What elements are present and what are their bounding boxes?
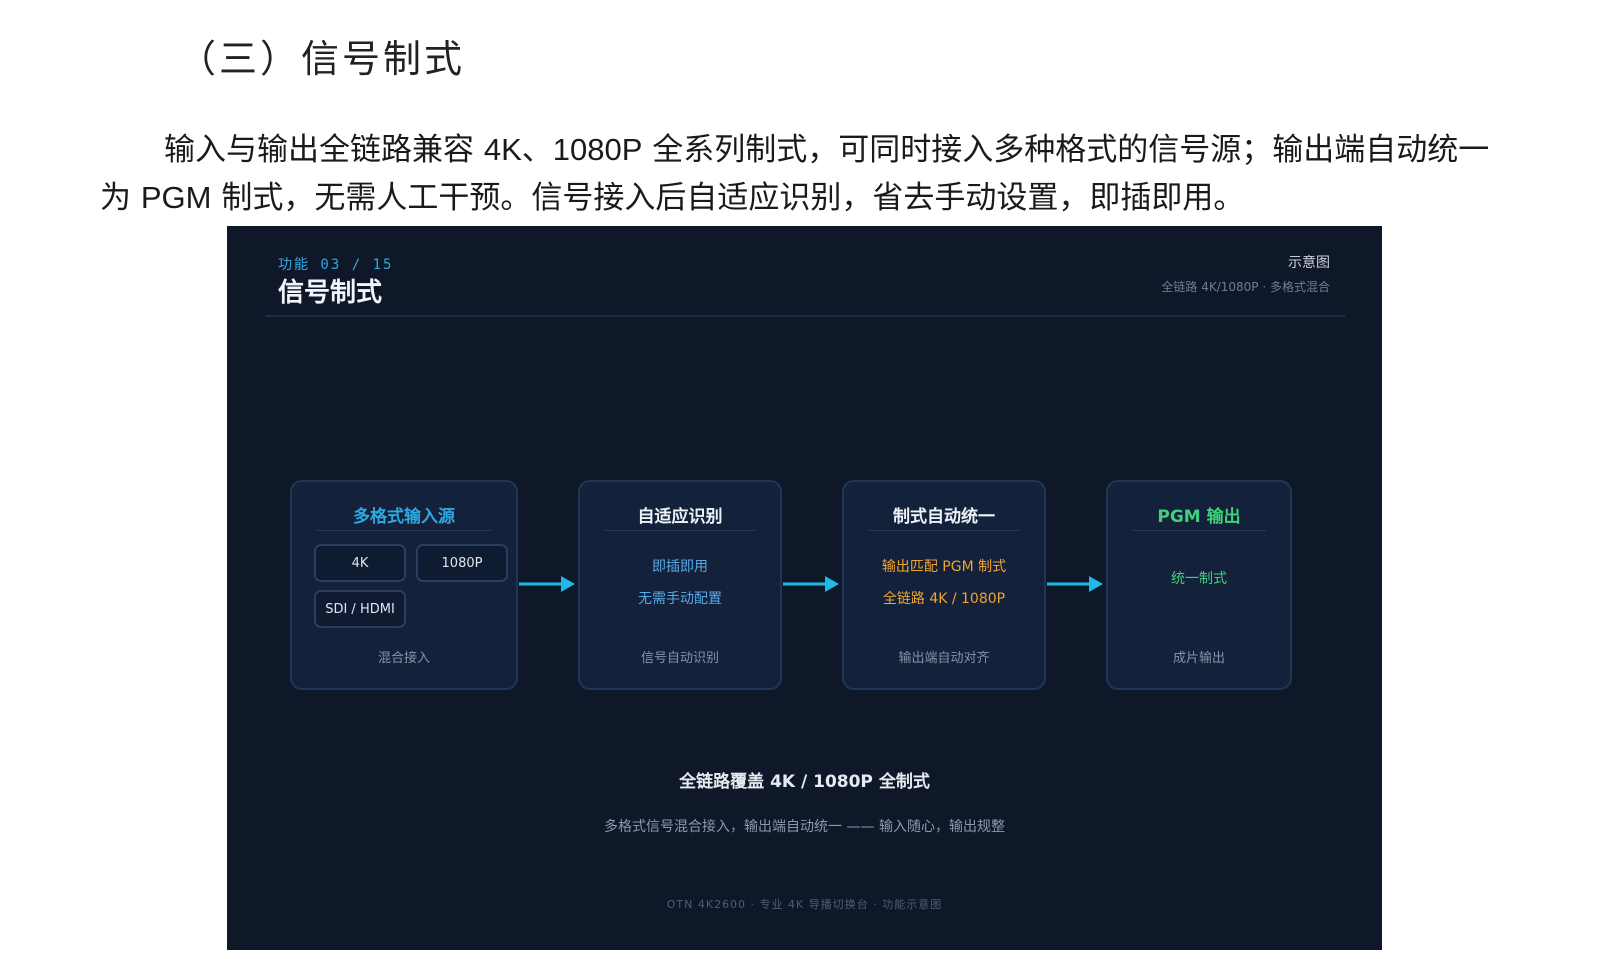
card-divider [316,530,492,531]
card-title: 多格式输入源 [353,507,455,527]
para-text: 制式，无需人工干预。信号接入后自适应识别，省去手动设置，即插即用。 [211,180,1245,216]
card-title: PGM 输出 [1157,507,1241,527]
card-footer: 成片输出 [1172,651,1225,666]
card-pgm-output: PGM 输出 统一制式 成片输出 [1106,480,1292,690]
card-footer: 信号自动识别 [640,651,719,666]
figure-kicker: 功能 03 / 15 [278,257,394,273]
para-text: 全系列制式，可同时接入多种格式的信号源；输出端自动统一为 [100,132,1490,216]
card-footer: 混合接入 [377,651,430,666]
card-input-sources: 多格式输入源 4K 1080P SDI / HDMI 混合接入 [290,480,518,690]
card-line: 输出匹配 PGM 制式 [881,559,1007,575]
para-term-pgm: PGM [140,180,212,215]
card-line: 全链路 4K / 1080P [882,591,1006,607]
card-line: 统一制式 [1171,571,1227,587]
card-line: 无需手动配置 [638,591,722,607]
card-footer: 输出端自动对齐 [898,651,990,666]
card-format-unify: 制式自动统一 输出匹配 PGM 制式 全链路 4K / 1080P 输出端自动对… [842,480,1046,690]
arrow-right-icon [1047,576,1103,592]
figure-divider [265,315,1345,317]
chip-1080p: 1080P [416,544,508,582]
card-divider [604,530,756,531]
card-divider [1132,530,1266,531]
para-term-1080p: 1080P [552,132,643,167]
para-text: 输入与输出全链路兼容 [164,132,484,168]
figure-title: 信号制式 [278,278,383,308]
card-title: 制式自动统一 [893,507,995,527]
para-term-4k: 4K [483,132,522,167]
card-adaptive-detection: 自适应识别 即插即用 无需手动配置 信号自动识别 [578,480,782,690]
figure-tag-sub: 全链路 4K/1080P · 多格式混合 [1161,280,1330,294]
figure-summary-sub: 多格式信号混合接入，输出端自动统一 —— 输入随心，输出规整 [604,819,1005,835]
figure-footer: OTN 4K2600 · 专业 4K 导播切换台 · 功能示意图 [666,898,943,911]
arrow-right-icon [783,576,839,592]
signal-format-figure: 功能 03 / 15 信号制式 示意图 全链路 4K/1080P · 多格式混合… [227,226,1382,950]
para-text: 、 [521,132,553,168]
card-divider [868,530,1020,531]
section-heading: （三）信号制式 [178,37,466,81]
figure-summary: 全链路覆盖 4K / 1080P 全制式 [679,772,930,792]
card-title: 自适应识别 [637,507,723,527]
chip-4k: 4K [314,544,406,582]
figure-tag: 示意图 [1288,255,1330,271]
arrow-right-icon [519,576,575,592]
section-paragraph: 输入与输出全链路兼容 4K、1080P 全系列制式，可同时接入多种格式的信号源；… [100,126,1520,222]
chip-sdi-hdmi: SDI / HDMI [314,590,406,628]
card-line: 即插即用 [652,559,708,575]
